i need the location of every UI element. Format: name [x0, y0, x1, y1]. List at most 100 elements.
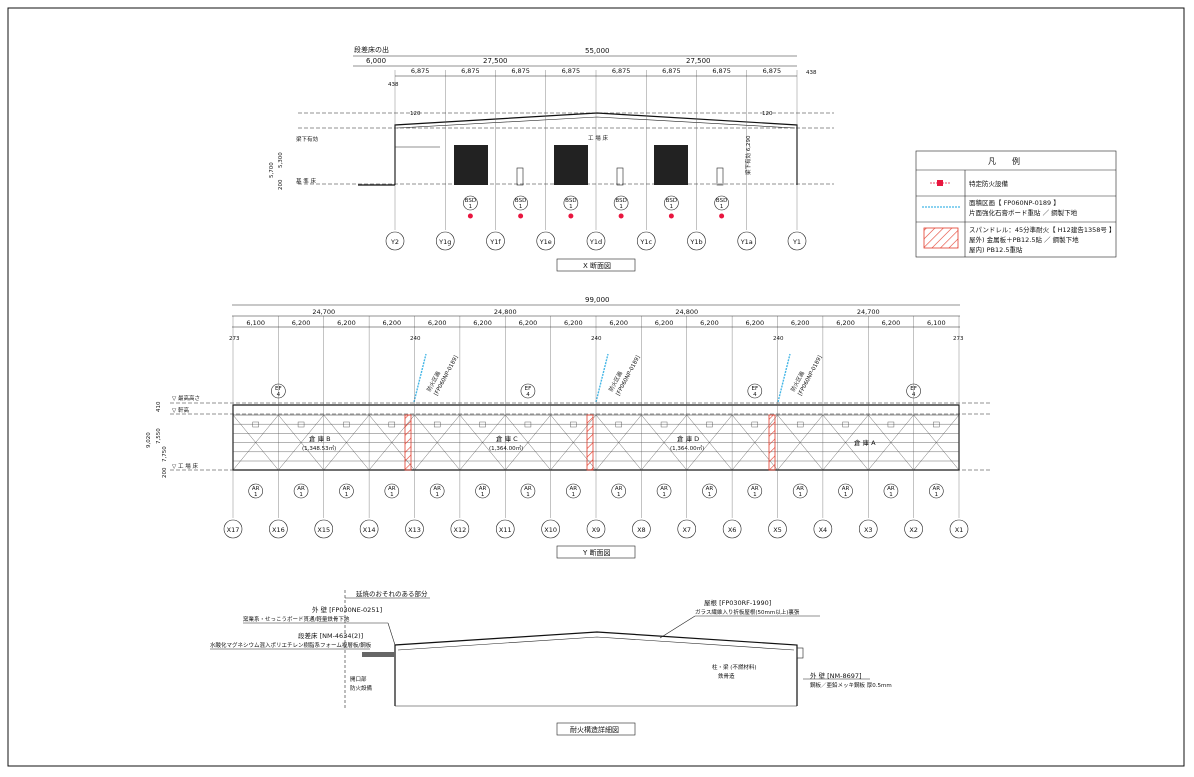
ar-label: AR: [388, 486, 396, 492]
detail-outer-wall-mark: [796, 647, 804, 659]
ar-num: 1: [617, 492, 621, 498]
ar-bubble: [384, 483, 400, 499]
ar-label: AR: [524, 486, 532, 492]
detail-roof-desc: ガラス繊維入り折板屋根(50mm以上)裏張: [695, 608, 800, 616]
y-height: 410: [156, 401, 162, 412]
ar-label: AR: [933, 486, 941, 492]
x-height: 5,700: [269, 162, 275, 178]
ar-bubble: [611, 483, 626, 499]
y-grid-label: X6: [728, 526, 737, 534]
ar-num: 1: [753, 492, 757, 498]
x-height: 200: [278, 179, 284, 190]
y-light: [796, 421, 804, 428]
ar-bubble: [747, 483, 763, 499]
y-group-dim: 24,700: [857, 308, 880, 316]
ef-bubble: [747, 383, 763, 399]
y-light: [751, 421, 759, 428]
y-grid-bubble: [314, 519, 334, 539]
room-area: (1,364.00㎡): [489, 444, 523, 452]
x-door: [516, 167, 524, 186]
x-sensor-bubble: [664, 195, 679, 211]
detail-opening: 防火設備: [350, 684, 373, 692]
y-grid-bubble: [768, 519, 787, 539]
y-light: [842, 421, 849, 428]
x-note: 基 準 床: [296, 177, 316, 185]
ef-label: EF: [751, 386, 758, 392]
x-note: 工 場 床: [588, 134, 608, 142]
y-grid-bubble: [586, 519, 606, 539]
ef-num: 4: [526, 392, 530, 398]
x-sensor-label: BSD: [615, 198, 626, 204]
x-bay-dim: 6,875: [763, 67, 782, 75]
y-grid-label: X14: [363, 526, 376, 534]
ar-label: AR: [887, 486, 895, 492]
y-height: 200: [162, 467, 168, 478]
y-grid-label: X10: [544, 526, 557, 534]
x-bay-dim: 6,875: [662, 67, 681, 75]
x-door: [616, 167, 624, 186]
y-grid-label: X17: [227, 526, 240, 534]
x-sensor-num: 1: [519, 204, 523, 210]
ar-bubble: [838, 483, 853, 499]
ar-label: AR: [252, 486, 260, 492]
ar-label: AR: [433, 486, 441, 492]
x-grid-label: Y1c: [639, 238, 652, 246]
x-grid-bubble: [787, 231, 807, 251]
ar-label: AR: [706, 486, 714, 492]
y-level-note: ▽ 軒高: [172, 406, 189, 414]
y-grid-bubble: [495, 519, 515, 539]
y-air-returns: AR1AR1AR1AR1AR1AR1AR1AR1AR1AR1AR1AR1AR1A…: [248, 483, 944, 499]
y-grid-label: X15: [317, 526, 330, 534]
y-bay-dim: 6,200: [473, 319, 492, 327]
x-sensor-label: BSD: [565, 198, 576, 204]
x-fire-device: [618, 213, 624, 219]
x-grid-bubble: [636, 231, 656, 251]
y-grid-bubble: [541, 519, 560, 539]
y-grid-label: X9: [592, 526, 601, 534]
ar-label: AR: [796, 486, 804, 492]
y-bay-dim: 6,100: [927, 319, 946, 327]
ar-label: AR: [297, 486, 305, 492]
y-grid-bubble: [858, 519, 878, 539]
y-grid-bubble: [450, 519, 470, 539]
detail-leader: [387, 622, 396, 646]
y-bay-dim: 6,200: [882, 319, 901, 327]
ar-bubble: [248, 483, 263, 499]
y-grid-label: X2: [909, 526, 918, 534]
detail-wall-title: 外 壁 [FP030NE-0251]: [312, 605, 382, 614]
legend-item-text: 屋内) PB12.5重貼: [969, 245, 1023, 254]
detail-step-slab: [362, 652, 395, 657]
fire-zone-leader: [595, 353, 609, 403]
detail-wall-desc: 窯業系・せっこうボード貫通/軽量鉄骨下地: [243, 615, 350, 623]
ef-label: EF: [525, 386, 532, 392]
x-edge-right: 438: [806, 70, 817, 76]
y-light: [615, 421, 622, 428]
x-eave-right: 120: [762, 111, 773, 117]
x-sensor-bubble: [714, 195, 729, 211]
fire-zone-leader: [413, 353, 427, 403]
detail-building: [394, 631, 798, 706]
detail-leader: [659, 615, 696, 639]
x-sensor-bubble: [563, 195, 579, 211]
x-grid-label: Y1d: [589, 238, 602, 246]
y-grid-label: X16: [272, 526, 285, 534]
ar-num: 1: [708, 492, 712, 498]
y-bay-dim: 6,200: [700, 319, 719, 327]
y-grid-label: X13: [408, 526, 421, 534]
y-col-mark: 240: [410, 336, 421, 342]
x-sensor-num: 1: [720, 204, 724, 210]
y-grid-bubble: [904, 519, 923, 539]
y-bay-dim: 6,200: [746, 319, 765, 327]
fire-wall: [768, 414, 776, 471]
y-bay-dim: 6,200: [564, 319, 583, 327]
y-bay-dim: 6,200: [292, 319, 311, 327]
legend-box: 凡 例 特定防火設備 面積区画【 FP060NP-0189 】 片面強化石膏ボー…: [915, 150, 1117, 258]
x-shutter: [654, 145, 688, 185]
x-dim-total: 55,000: [585, 47, 610, 55]
x-sensor-bubble: [463, 195, 478, 211]
x-grid-label: Y1a: [740, 238, 753, 246]
x-sensor-label: BSD: [666, 198, 677, 204]
ar-bubble: [566, 483, 581, 499]
y-height: 9,020: [146, 432, 152, 448]
